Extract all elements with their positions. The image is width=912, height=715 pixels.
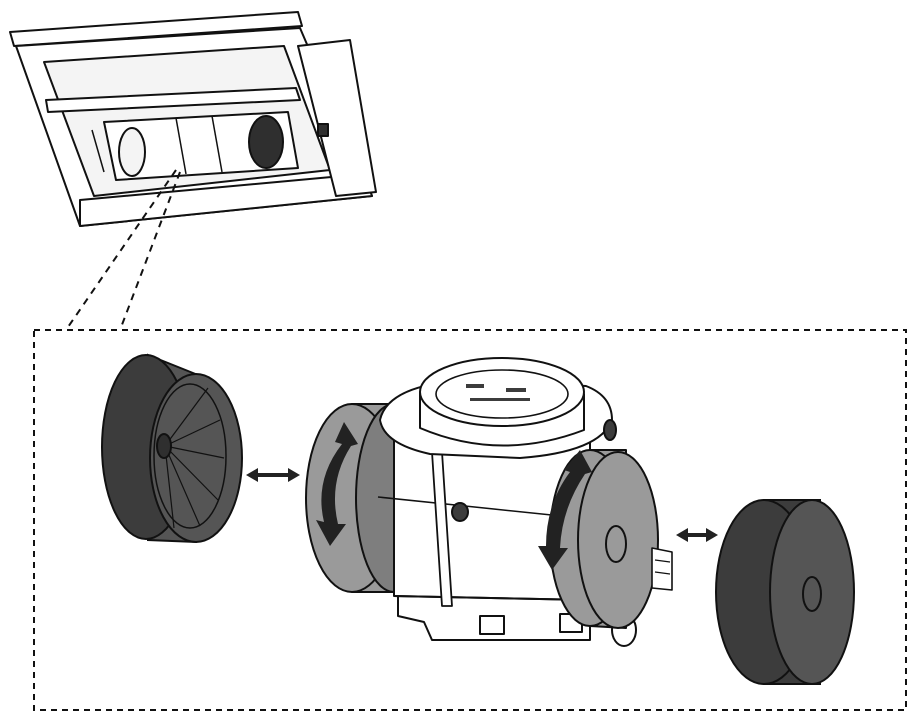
motor-right-hub — [605, 525, 627, 563]
left-filter-spokes — [164, 387, 225, 529]
range-hood-overview — [9, 11, 377, 227]
motor-side-connector — [651, 547, 673, 591]
motor-bottom-tab-1 — [479, 615, 505, 635]
motor-outlet-slots — [466, 384, 530, 401]
detail-frame — [33, 329, 907, 711]
hood-top-rail — [9, 11, 303, 47]
left-filter-face-rim — [153, 383, 227, 529]
motor-screw — [451, 502, 469, 522]
right-filter-hub — [802, 576, 822, 612]
hood-control-slot — [317, 123, 329, 137]
right-filter — [715, 499, 855, 685]
curved-double-arrow-icon — [316, 422, 358, 546]
motor-side-clip — [603, 419, 617, 441]
left-filter — [101, 353, 243, 544]
double-head-arrow-icon — [676, 528, 718, 542]
left-filter-hub — [156, 433, 172, 459]
hood-side-box — [297, 39, 377, 197]
hood-front-lip — [79, 173, 373, 227]
leader-line-right — [119, 171, 181, 331]
curved-double-arrow-icon — [538, 450, 592, 570]
double-head-arrow-icon — [246, 468, 300, 482]
leader-line-left — [65, 169, 177, 331]
motor-split-band — [431, 451, 453, 607]
hood-motor-light-wheel — [118, 127, 146, 177]
motor-outlet-collar-inner — [435, 369, 569, 419]
leader-lines — [65, 169, 181, 331]
hood-cross-bar — [45, 87, 301, 113]
hood-motor-dark-wheel — [248, 115, 284, 169]
hood-motor-body — [103, 111, 299, 181]
motor-assembly — [305, 357, 673, 647]
